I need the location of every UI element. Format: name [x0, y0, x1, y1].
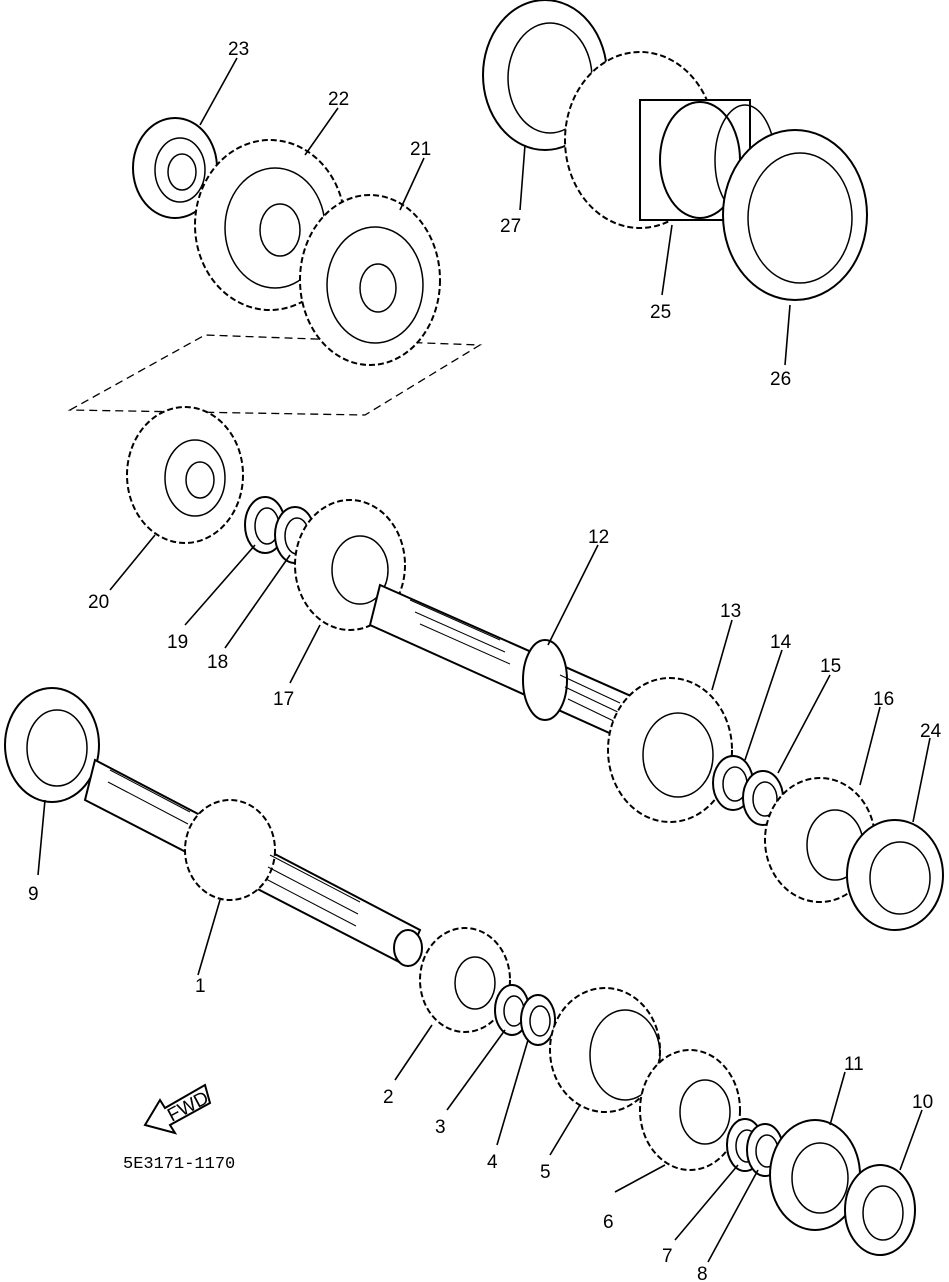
callout-5: 5: [540, 1162, 551, 1183]
callout-7: 7: [662, 1246, 673, 1267]
seal-10: [844, 1164, 916, 1256]
callout-4: 4: [487, 1152, 498, 1173]
callout-20: 20: [88, 592, 109, 613]
callout-17: 17: [273, 689, 294, 710]
callout-27: 27: [500, 216, 521, 237]
circlip-4: [520, 994, 556, 1046]
fwd-label: FWD: [164, 1088, 212, 1127]
bearing-24: [846, 819, 944, 931]
callout-26: 26: [770, 369, 791, 390]
gear-2: [419, 927, 511, 1033]
callout-1: 1: [195, 976, 206, 997]
gear-13: [607, 677, 733, 823]
callout-21: 21: [410, 139, 431, 160]
gear-6: [639, 1049, 741, 1171]
drive-shaft-12: [368, 583, 642, 742]
gear-20: [126, 406, 244, 544]
callout-19: 19: [167, 632, 188, 653]
guide-outline: [67, 334, 483, 416]
callout-13: 13: [720, 601, 741, 622]
callout-labels: 1 2 3 4 5 6 7 8 9 10 11 12 13 14 15 16 1…: [28, 39, 942, 1282]
callout-18: 18: [207, 652, 228, 673]
callout-25: 25: [650, 302, 671, 323]
callout-3: 3: [435, 1117, 446, 1138]
main-axle-1: [83, 758, 423, 967]
callout-16: 16: [873, 689, 894, 710]
callout-10: 10: [912, 1092, 933, 1113]
fwd-arrow-icon: FWD: [143, 1083, 212, 1135]
callout-24: 24: [920, 721, 942, 742]
bearing-26: [722, 129, 868, 301]
callout-14: 14: [770, 632, 792, 653]
callout-12: 12: [588, 527, 609, 548]
bearing-11: [769, 1119, 861, 1231]
diagram-code: 5E3171-1170: [123, 1155, 235, 1174]
gear-21: [299, 194, 441, 366]
gear-sleeve-25: [564, 51, 776, 229]
callout-8: 8: [697, 1264, 708, 1282]
callout-15: 15: [820, 656, 841, 677]
leader-lines: [37, 57, 931, 1263]
callout-11: 11: [844, 1054, 864, 1075]
gear-5: [549, 987, 661, 1113]
callout-9: 9: [28, 884, 39, 905]
callout-22: 22: [328, 89, 349, 110]
callout-23: 23: [228, 39, 249, 60]
callout-2: 2: [383, 1087, 394, 1108]
callout-6: 6: [603, 1212, 614, 1233]
bearing-9: [4, 687, 100, 803]
